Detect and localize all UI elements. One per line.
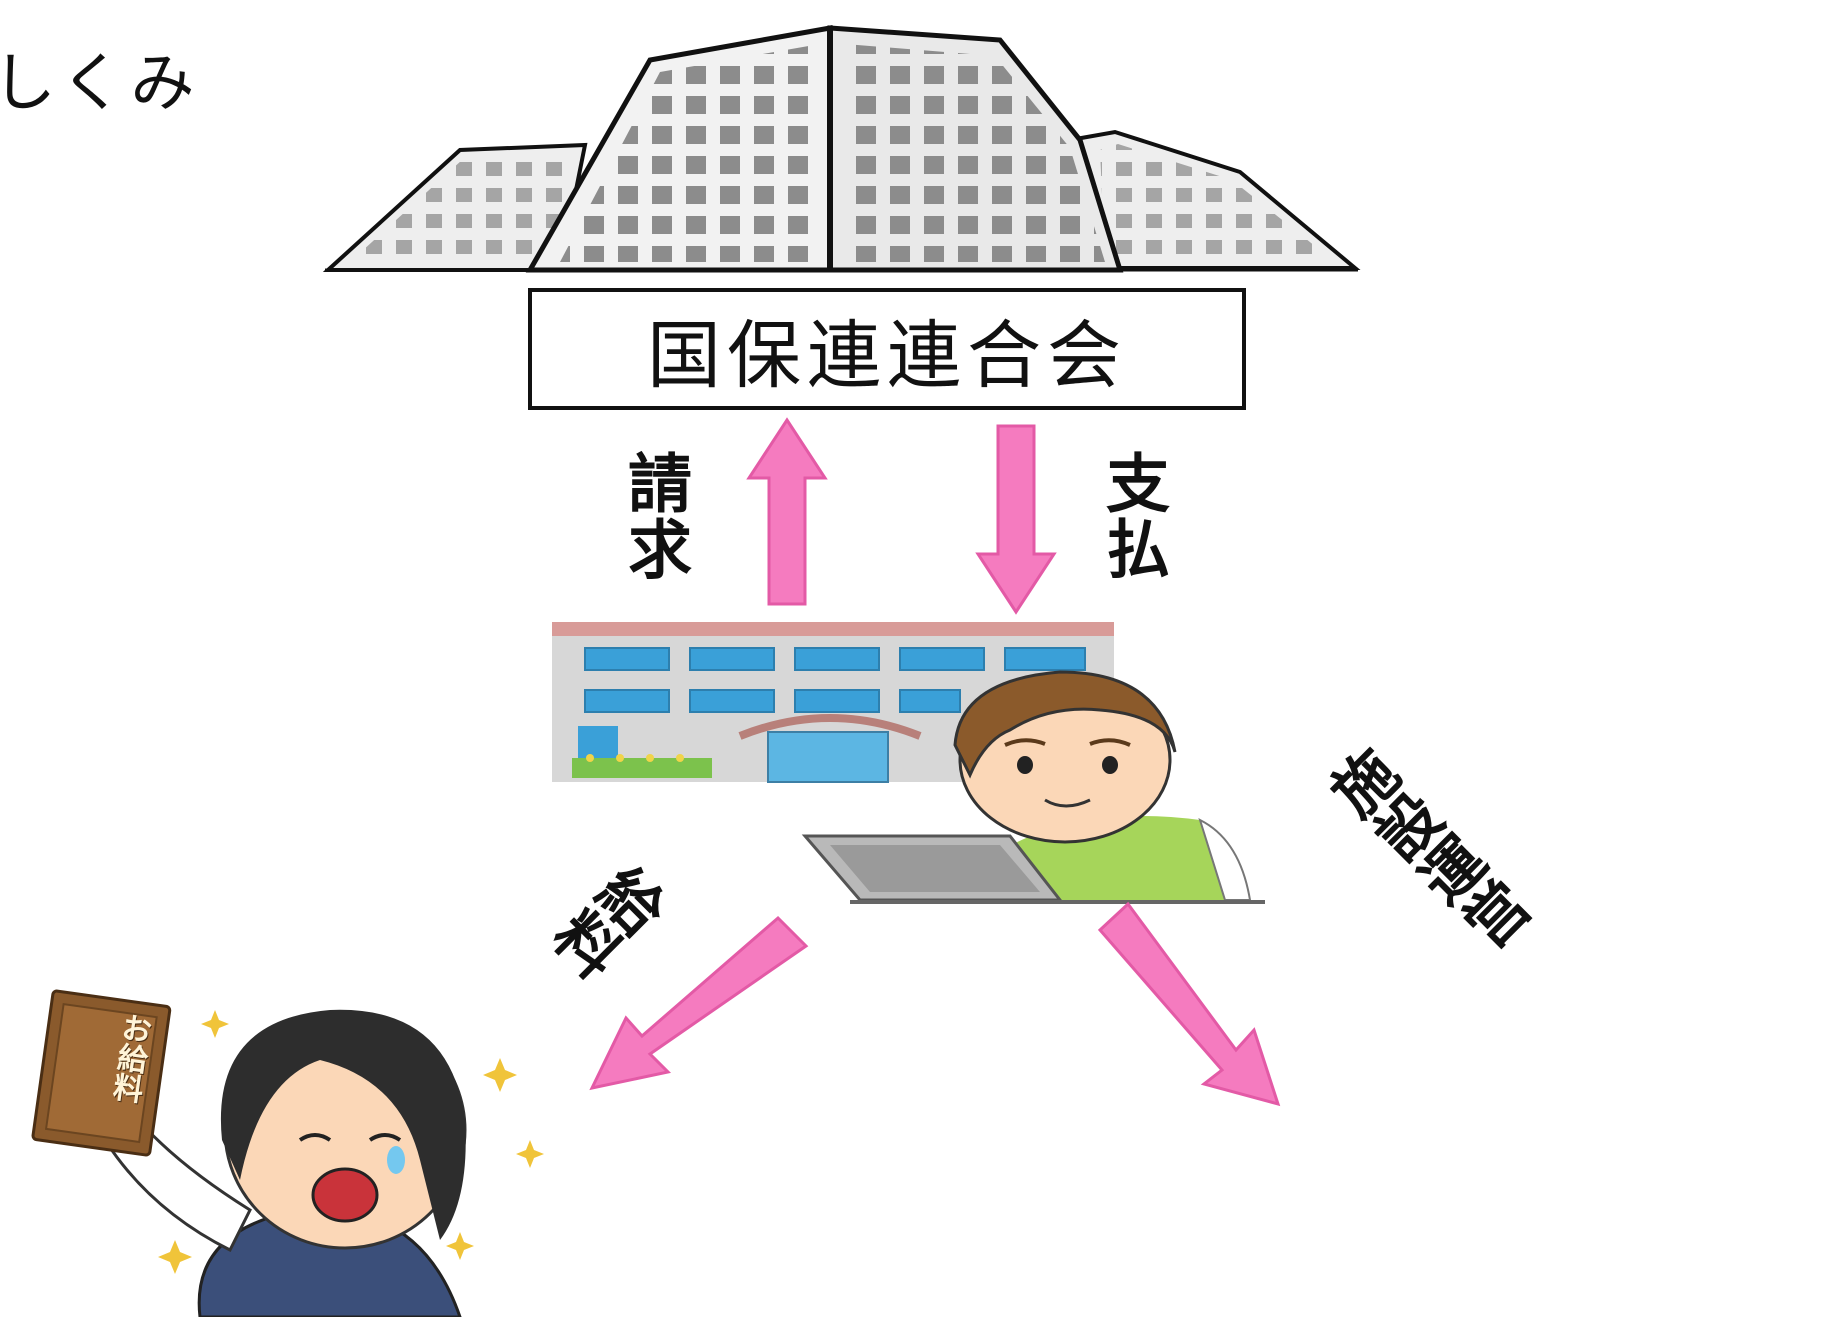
request-label: 請求 bbox=[617, 450, 691, 582]
salary-envelope bbox=[31, 989, 172, 1157]
payment-arrow bbox=[975, 424, 1057, 615]
national-health-insurance-federation-box: 国保連連合会 bbox=[528, 288, 1246, 410]
staff-at-laptop-icon bbox=[801, 670, 1265, 904]
office-buildings-icon bbox=[322, 25, 1361, 273]
salary-sign-text: お給料 bbox=[105, 1010, 153, 1105]
request-arrow bbox=[746, 417, 828, 606]
facility-operation-arrow bbox=[1097, 901, 1281, 1107]
payment-label: 支払 bbox=[1095, 450, 1169, 582]
happy-employee-icon bbox=[8, 982, 564, 1317]
salary-arrow bbox=[589, 915, 809, 1091]
page-title-fragment: しくみ bbox=[0, 47, 199, 121]
